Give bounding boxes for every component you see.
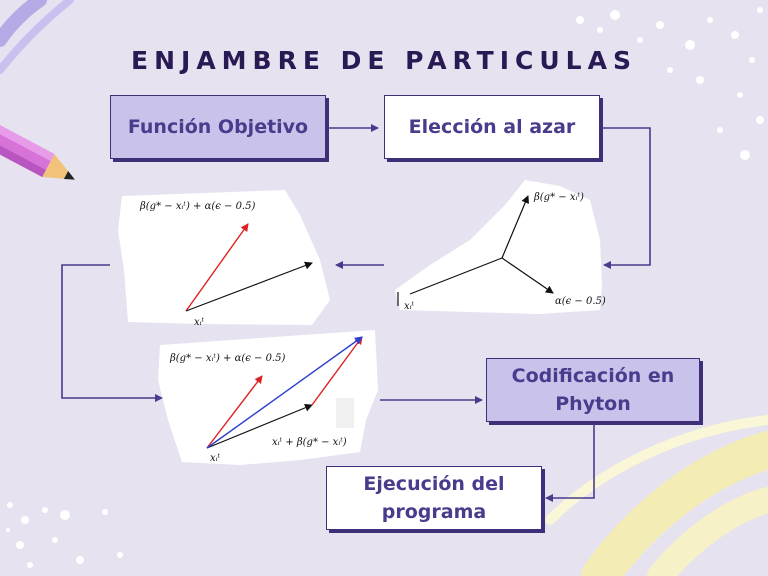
figure-vector-sum-1: β(g* − xᵢᵗ) + α(ϵ − 0.5) xᵢᵗ	[118, 190, 330, 328]
box-label-line2: Phyton	[555, 393, 631, 415]
red-vector	[185, 223, 249, 312]
brush-stroke	[0, 0, 47, 47]
figure-vector-sum-2: β(g* − xᵢᵗ) + α(ϵ − 0.5) xᵢᵗ xᵢᵗ + β(g* …	[158, 330, 378, 465]
blue-result-vector	[206, 336, 363, 449]
fig3-label-top: β(g* − xᵢᵗ) + α(ϵ − 0.5)	[169, 353, 285, 364]
box-funcion-objetivo: Función Objetivo	[110, 95, 326, 159]
arrow-azar-to-fig2	[602, 127, 651, 269]
fig2-label-alpha: α(ϵ − 0.5)	[555, 296, 606, 307]
figure-backdrop	[158, 330, 378, 465]
origin-vector	[409, 257, 503, 295]
fig2-label-origin: xᵢᵗ	[404, 301, 415, 312]
brush-stroke	[0, 0, 74, 74]
fig2-label-beta: β(g* − xᵢᵗ)	[533, 192, 584, 203]
white-dots	[6, 502, 123, 568]
box-label: Función Objetivo	[127, 116, 309, 138]
red-vector	[206, 375, 263, 449]
box-eleccion-azar: Elección al azar	[384, 95, 600, 159]
red-vector-shifted	[311, 336, 363, 406]
yellow-swirl	[647, 487, 768, 576]
black-vector	[206, 403, 313, 449]
box-label: Elección al azar	[408, 116, 576, 138]
figure-backdrop	[395, 180, 602, 314]
figure-random-choice: β(g* − xᵢᵗ) α(ϵ − 0.5) xᵢᵗ	[395, 180, 606, 314]
arrow-codificacion-to-ejecucion	[545, 424, 595, 502]
box-label-line1: Ejecución del	[363, 473, 505, 495]
pencil-icon	[0, 121, 75, 180]
fig3-label-sum: xᵢᵗ + β(g* − xᵢᵗ)	[272, 437, 347, 448]
box-label-line2: programa	[381, 501, 487, 523]
fig1-label-origin: xᵢᵗ	[194, 317, 205, 328]
box-codificacion: Codificación en Phyton	[486, 358, 700, 422]
yellow-swirl	[581, 431, 768, 576]
arrow-fig1-to-fig3	[61, 264, 163, 402]
black-vector	[185, 261, 313, 312]
page-title: ENJAMBRE DE PARTICULAS	[131, 46, 637, 75]
yellow-swirl	[545, 415, 768, 525]
beta-vector	[501, 195, 529, 259]
figure-fragment	[336, 398, 354, 428]
alpha-vector	[501, 257, 554, 294]
box-ejecucion: Ejecución del programa	[326, 466, 542, 530]
fig3-label-origin: xᵢᵗ	[210, 453, 221, 464]
fig1-label-top: β(g* − xᵢᵗ) + α(ϵ − 0.5)	[139, 201, 255, 212]
box-label-line1: Codificación en	[511, 365, 675, 387]
white-dots	[576, 7, 764, 160]
